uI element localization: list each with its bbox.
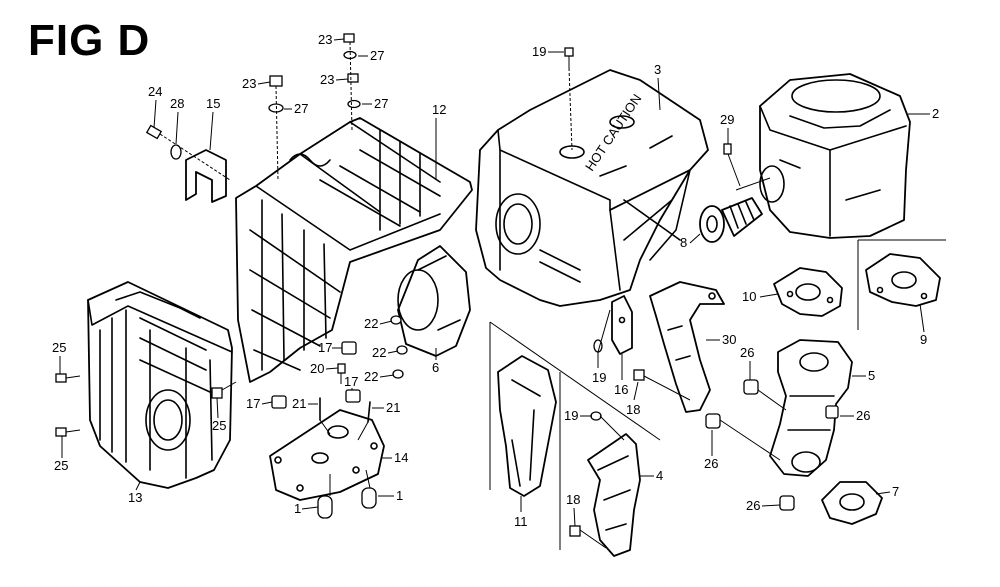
part-4-heat-shield	[587, 433, 641, 557]
bolt-25-a	[55, 373, 81, 383]
callout-20: 20	[310, 361, 324, 376]
part-11-heat-guard	[497, 355, 557, 497]
callout-7: 7	[892, 484, 899, 499]
callout-16: 16	[614, 382, 628, 397]
callout-22: 22	[364, 316, 378, 331]
callout-26: 26	[704, 456, 718, 471]
part-10-gasket	[773, 267, 843, 317]
callout-9: 9	[920, 332, 927, 347]
part-13-case-cover	[87, 281, 233, 489]
part-8-exhaust-pipe	[699, 197, 763, 243]
callout-22: 22	[364, 369, 378, 384]
nut-23-left	[269, 75, 283, 87]
callout-30: 30	[722, 332, 736, 347]
bolt-24	[145, 124, 163, 140]
part-15-bracket	[185, 149, 227, 203]
bolt-22-upper	[390, 315, 402, 325]
callout-1: 1	[396, 488, 403, 503]
callout-24: 24	[148, 84, 162, 99]
callout-18: 18	[566, 492, 580, 507]
callout-13: 13	[128, 490, 142, 505]
part-14-base-plate	[269, 409, 385, 501]
callout-22: 22	[372, 345, 386, 360]
callout-4: 4	[656, 468, 663, 483]
callout-8: 8	[680, 235, 687, 250]
callout-26: 26	[740, 345, 754, 360]
part-3-muffler-protector: HOT CAUTION	[475, 69, 709, 307]
callout-23: 23	[318, 32, 332, 47]
collar-1-a	[317, 495, 333, 519]
part-12-fan-shroud	[235, 117, 473, 383]
hardware	[55, 33, 839, 537]
callout-15: 15	[206, 96, 220, 111]
callout-21: 21	[386, 400, 400, 415]
nut-23-top	[343, 33, 355, 43]
nut-23-mid	[347, 73, 359, 83]
part-30-bracket	[649, 281, 725, 413]
callout-14: 14	[394, 450, 408, 465]
bolt-25-b	[55, 427, 81, 437]
callouts: 23 27 23 27 23 27 24 28 15 12 19 3 2	[52, 32, 939, 529]
callout-27: 27	[370, 48, 384, 63]
callout-26: 26	[856, 408, 870, 423]
bolt-22-lower	[392, 369, 404, 379]
collar-1-b	[361, 487, 377, 509]
bolt-19-top	[564, 47, 574, 68]
bolt-18-mid	[633, 369, 645, 381]
callout-25: 25	[212, 418, 226, 433]
callout-17: 17	[344, 374, 358, 389]
nut-26-d	[779, 495, 795, 511]
washer-27-mid	[347, 99, 361, 109]
section-dividers	[489, 239, 946, 550]
leader-lines	[159, 41, 787, 549]
pin-21-b	[367, 401, 371, 423]
bolt-19-low	[590, 411, 602, 421]
callout-17: 17	[246, 396, 260, 411]
callout-10: 10	[742, 289, 756, 304]
callout-3: 3	[654, 62, 661, 77]
callout-27: 27	[294, 101, 308, 116]
nut-17-b	[271, 395, 287, 409]
nut-26-a	[743, 379, 759, 395]
callout-25: 25	[52, 340, 66, 355]
part-6-air-duct	[397, 245, 471, 357]
callout-25: 25	[54, 458, 68, 473]
nut-17-a	[341, 341, 357, 355]
part-16-stay	[611, 295, 633, 355]
callout-27: 27	[374, 96, 388, 111]
bolt-22-mid	[396, 345, 408, 355]
callout-6: 6	[432, 360, 439, 375]
nut-26-c	[825, 405, 839, 419]
callout-1: 1	[294, 501, 301, 516]
part-5-exhaust-elbow	[769, 339, 853, 477]
callout-29: 29	[720, 112, 734, 127]
callout-23: 23	[242, 76, 256, 91]
nut-17-c	[345, 389, 361, 403]
callout-12: 12	[432, 102, 446, 117]
part-7-gasket	[821, 481, 883, 525]
callout-21: 21	[292, 396, 306, 411]
callout-5: 5	[868, 368, 875, 383]
bolt-18-low	[569, 525, 581, 537]
callout-19: 19	[532, 44, 546, 59]
callout-19: 19	[592, 370, 606, 385]
figure-title: FIG D	[28, 16, 151, 65]
nut-26-b	[705, 413, 721, 429]
bolt-29	[723, 143, 732, 155]
callout-17: 17	[318, 340, 332, 355]
callout-23: 23	[320, 72, 334, 87]
part-9-gasket	[865, 253, 941, 307]
callout-19: 19	[564, 408, 578, 423]
callout-11: 11	[514, 514, 528, 529]
callout-18: 18	[626, 402, 640, 417]
callout-28: 28	[170, 96, 184, 111]
callout-2: 2	[932, 106, 939, 121]
washer-28	[170, 144, 182, 160]
part-2-muffler	[759, 73, 911, 239]
callout-26: 26	[746, 498, 760, 513]
